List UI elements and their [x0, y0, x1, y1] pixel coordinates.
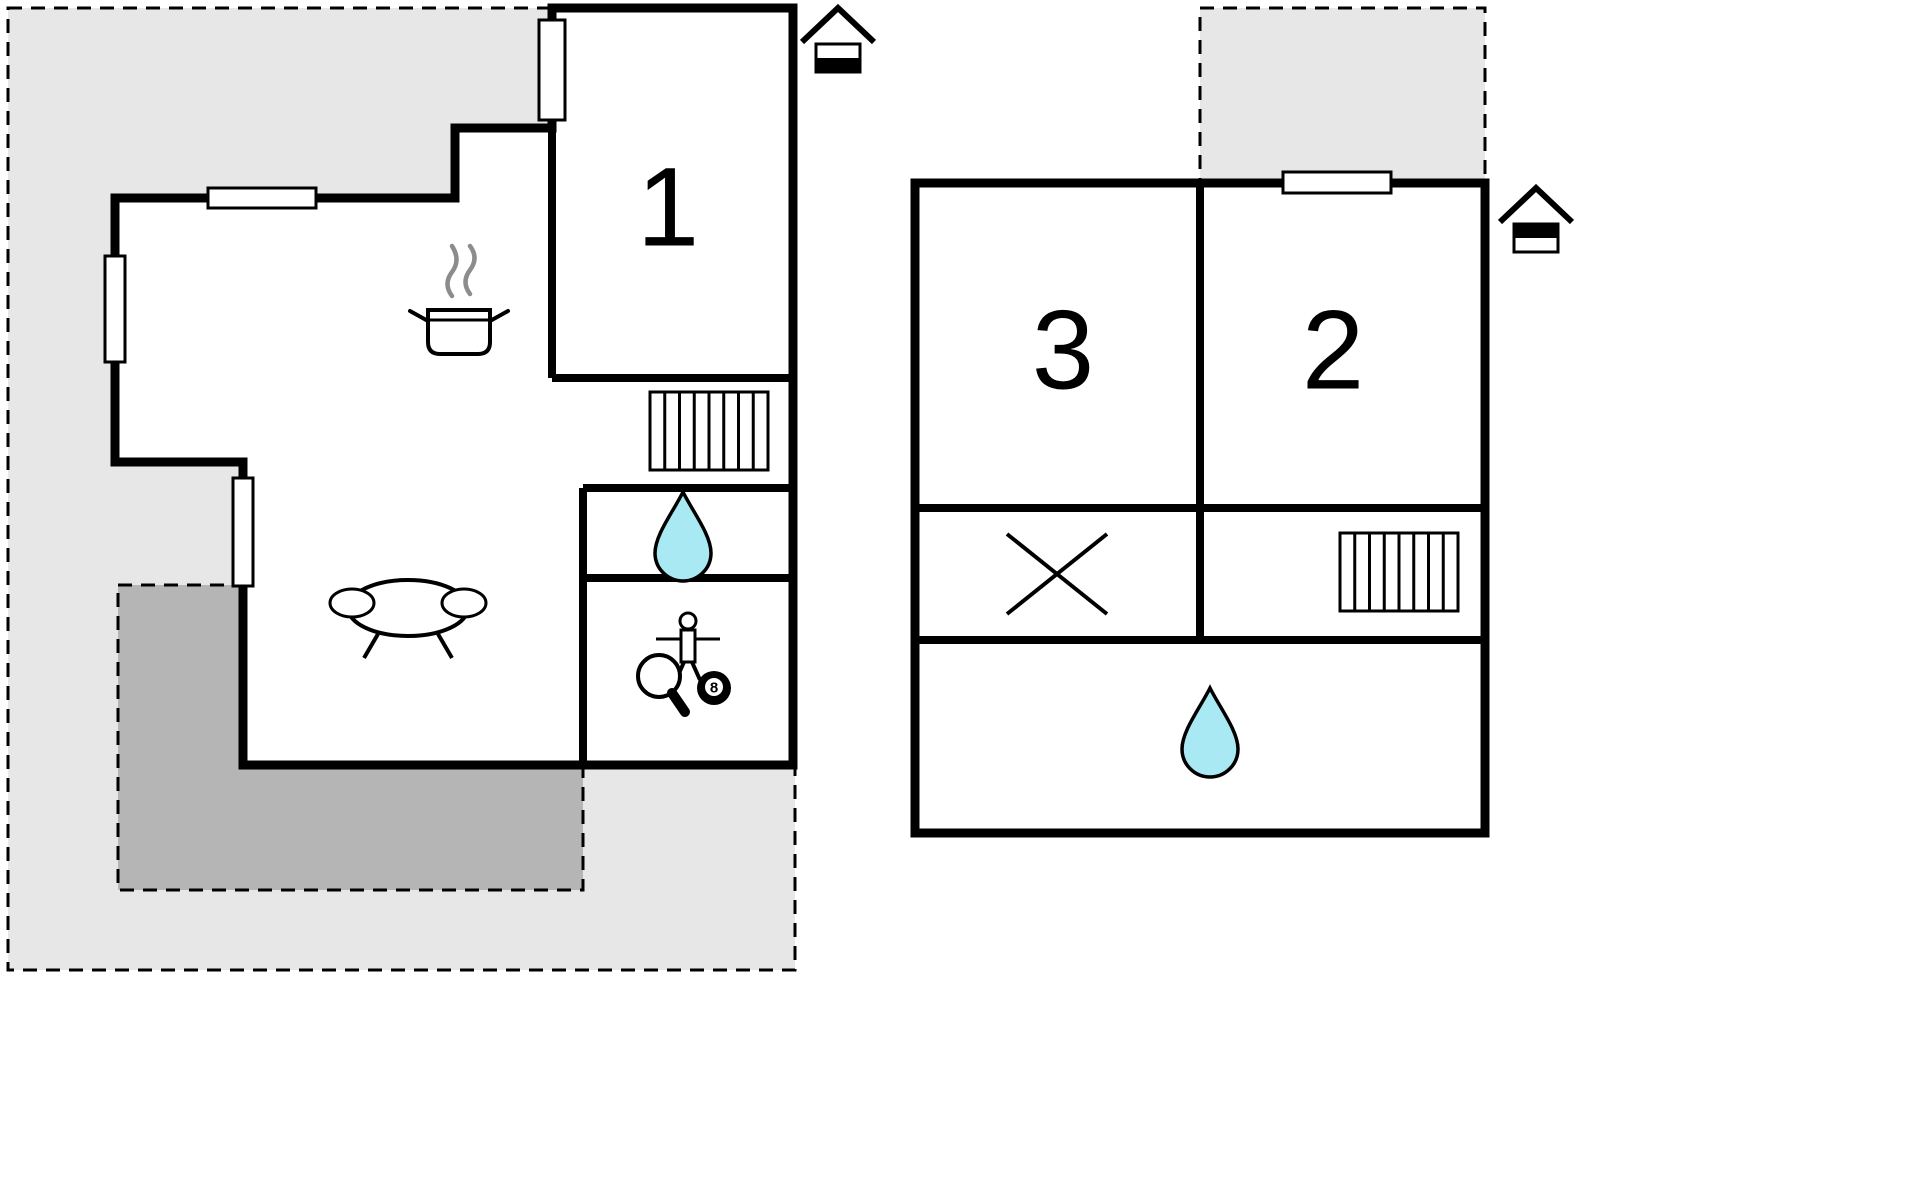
upper-floor-plan: 3 2 [910, 6, 1575, 838]
billiard-ball-icon: 8 [697, 671, 731, 705]
room-label-3: 3 [1032, 288, 1094, 413]
ground-floor-plan: 8 1 [6, 3, 877, 972]
paddle-handle [667, 688, 690, 717]
window-icon [1281, 170, 1393, 195]
room-label-2: 2 [1302, 288, 1364, 413]
stairs-icon [1338, 531, 1460, 613]
steam-line-icon [445, 243, 459, 299]
house-roof [1497, 183, 1575, 225]
foosball-player-head [678, 611, 698, 631]
sofa-legs [362, 632, 454, 660]
sofa-icon [328, 578, 488, 660]
stairs-icon [648, 390, 770, 472]
pot-handles [408, 309, 510, 323]
house-roof [799, 3, 877, 45]
window-icon [206, 186, 318, 210]
sofa-armrest [440, 587, 488, 619]
water-drop-icon [653, 488, 713, 583]
house-filled-storey [1514, 224, 1558, 238]
paddle-face [636, 653, 682, 699]
pot-body [426, 308, 492, 356]
stairs-hatching [663, 392, 755, 470]
upper-floor-house-icon [1497, 183, 1575, 254]
water-drop-icon [1180, 684, 1240, 779]
window-icon [103, 254, 127, 364]
table-tennis-paddle-icon [636, 653, 690, 717]
window-icon [231, 476, 255, 588]
billiard-ball-number-circle [705, 678, 723, 696]
window-icon [537, 18, 567, 122]
stairs-hatching [1353, 533, 1445, 611]
stove-icon [408, 243, 510, 356]
interior-walls-ground-floor [548, 128, 793, 765]
interior-walls-upper-floor [915, 183, 1485, 644]
room-label-1: 1 [637, 145, 699, 270]
game-room-icons: 8 [636, 611, 731, 717]
cross-icon [1005, 532, 1109, 616]
foosball-player-body [679, 628, 697, 664]
house-filled-storey [816, 58, 860, 72]
balcony-area [1198, 6, 1487, 185]
ground-floor-house-icon [799, 3, 877, 74]
billiard-ball-number: 8 [710, 680, 718, 697]
steam-line-icon [463, 243, 477, 297]
sofa-armrest [328, 587, 376, 619]
